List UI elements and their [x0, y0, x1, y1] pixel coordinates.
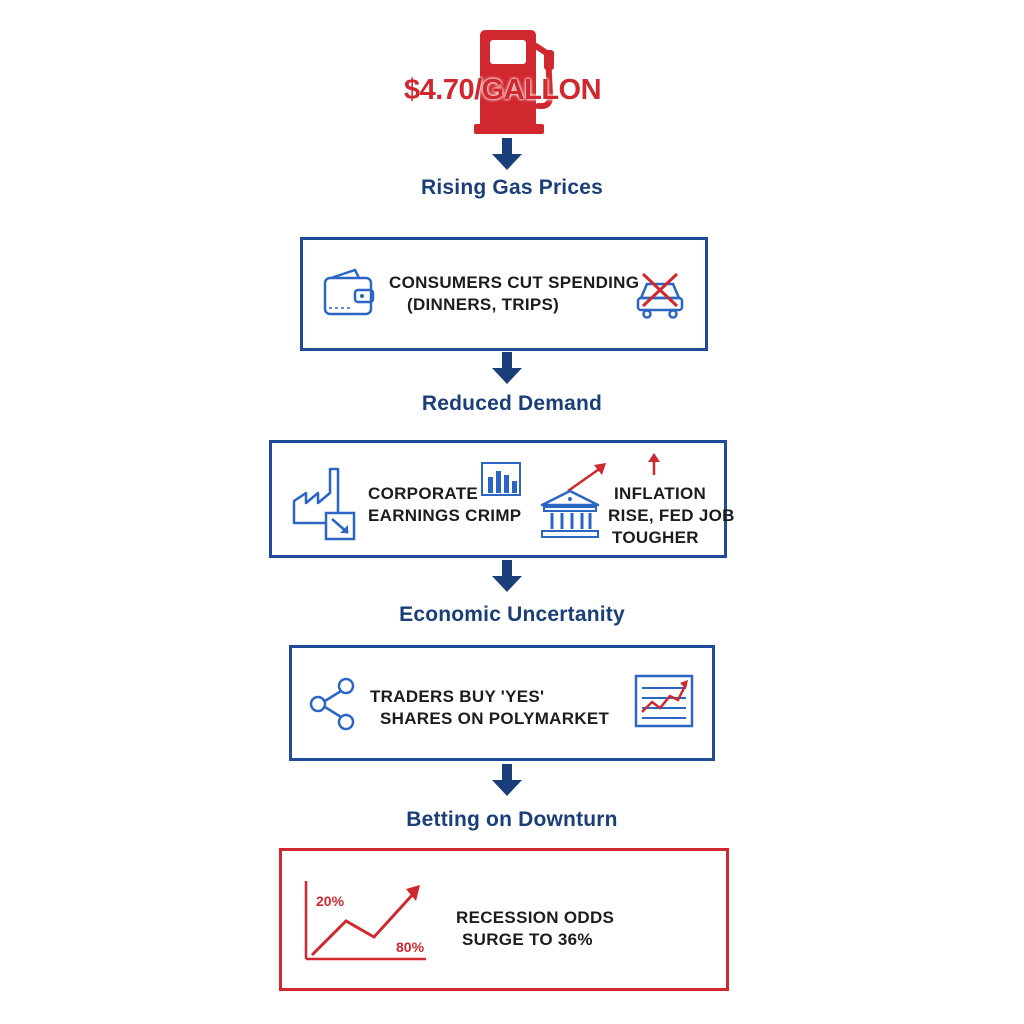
consumers-cut-spending-line1: CONSUMERS CUT SPENDING	[389, 273, 640, 292]
traders-buy-box: TRADERS BUY 'YES' SHARES ON POLYMARKET	[289, 645, 715, 761]
step-label-economic-uncertainty: Economic Uncertanity	[399, 603, 625, 626]
down-arrow-icon	[492, 560, 522, 594]
up-arrow-icon	[646, 453, 662, 477]
share-network-icon	[308, 676, 358, 732]
gas-pump-icon	[470, 24, 560, 136]
traders-buy-line1: TRADERS BUY 'YES'	[370, 687, 545, 706]
chart-label-20: 20%	[316, 893, 345, 909]
recession-odds-line2: SURGE TO 36%	[462, 930, 593, 949]
down-arrow-icon	[492, 138, 522, 172]
gas-price: $4.70/GALLON	[404, 74, 602, 106]
step-label-reduced-demand: Reduced Demand	[421, 392, 603, 415]
recession-odds-box: 20% 80% RECESSION ODDS SURGE TO 36%	[279, 848, 729, 991]
down-arrow-icon	[492, 352, 522, 386]
corporate-earnings-line2: EARNINGS CRIMP	[368, 506, 522, 525]
factory-icon	[292, 467, 356, 541]
consumers-cut-spending-line2: (DINNERS, TRIPS)	[407, 295, 560, 314]
corporate-earnings-line1: CORPORATE	[368, 484, 479, 503]
rising-trend-chart-icon	[302, 879, 428, 963]
traders-buy-line2: SHARES ON POLYMARKET	[380, 709, 610, 728]
step-label-rising-gas-prices: Rising Gas Prices	[421, 176, 603, 199]
inflation-line3: TOUGHER	[612, 528, 699, 547]
red-trend-arrow-icon	[566, 461, 610, 493]
crossed-out-car-icon	[635, 272, 685, 320]
recession-odds-line1: RECESSION ODDS	[456, 908, 615, 927]
line-chart-icon	[634, 674, 694, 728]
down-arrow-icon	[492, 764, 522, 798]
step-label-betting-on-downturn: Betting on Downturn	[406, 808, 618, 831]
corporate-earnings-box: CORPORATE EARNINGS CRIMP	[269, 440, 734, 558]
bank-icon	[540, 489, 600, 539]
bar-chart-icon	[480, 461, 522, 497]
inflation-line1: INFLATION	[614, 484, 707, 503]
inflation-line2: RISE, FED JOB	[608, 506, 735, 525]
consumers-cut-spending-box: CONSUMERS CUT SPENDING (DINNERS, TRIPS)	[300, 237, 708, 351]
wallet-icon	[321, 266, 377, 322]
chart-label-80: 80%	[396, 939, 425, 955]
